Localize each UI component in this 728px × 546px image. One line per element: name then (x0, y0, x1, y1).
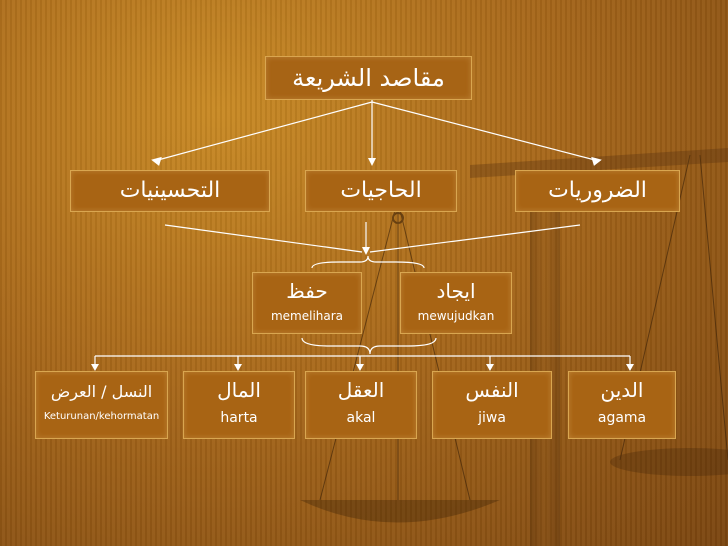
objective-nafs-latin: jiwa (478, 410, 506, 426)
objective-aql: العقل akal (305, 371, 417, 439)
verb-hifz: حفظ memelihara (252, 272, 362, 334)
objective-aql-latin: akal (346, 410, 376, 426)
objective-nasl-arabic: النسل / العرض (50, 382, 153, 401)
verb-hifz-latin: memelihara (270, 309, 344, 323)
objective-din-arabic: الدين (600, 378, 644, 402)
objective-din: الدين agama (568, 371, 676, 439)
category-tahsiniyat: التحسينيات (70, 170, 270, 212)
diagram-title: مقاصد الشريعة (265, 56, 472, 100)
objective-nasl-latin: Keturunan/kehormatan (43, 411, 160, 422)
verb-ijad-latin: mewujudkan (417, 309, 495, 323)
objective-mal-arabic: المال (217, 378, 261, 402)
objective-mal-latin: harta (220, 410, 258, 426)
objective-nafs: النفس jiwa (432, 371, 552, 439)
objective-din-latin: agama (597, 410, 647, 426)
objective-aql-arabic: العقل (337, 378, 385, 402)
objective-mal: المال harta (183, 371, 295, 439)
category-hajiyat: الحاجيات (305, 170, 457, 212)
category-daruriyat: الضروريات (515, 170, 680, 212)
objective-nasl: النسل / العرض Keturunan/kehormatan (35, 371, 168, 439)
connector-lines (91, 100, 634, 371)
verb-ijad-arabic: ايجاد (436, 279, 476, 303)
verb-ijad: ايجاد mewujudkan (400, 272, 512, 334)
verb-hifz-arabic: حفظ (286, 279, 328, 303)
objective-nafs-arabic: النفس (465, 378, 519, 402)
